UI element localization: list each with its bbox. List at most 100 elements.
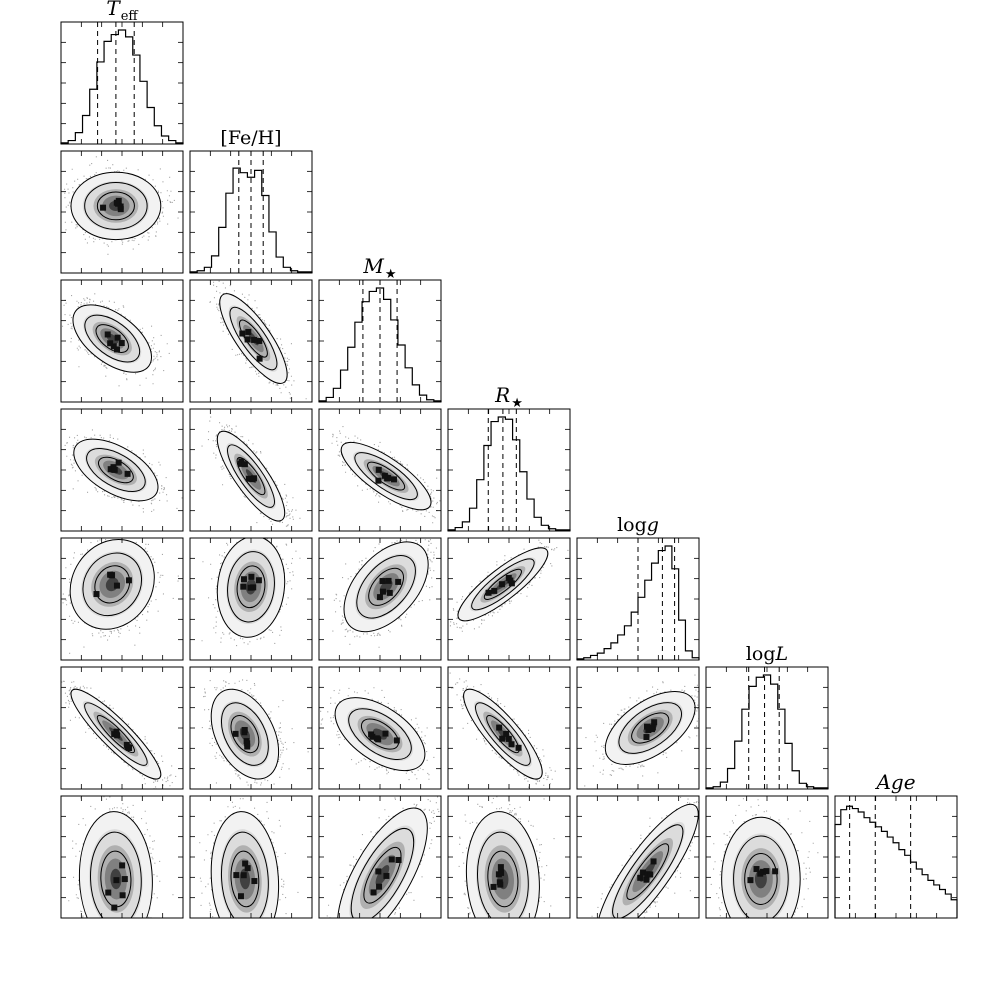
panel-hist-logl bbox=[705, 666, 829, 790]
panel-2d-r6-c0 bbox=[68, 796, 174, 918]
contour-0 bbox=[78, 811, 153, 918]
density-peak-cell bbox=[113, 582, 120, 589]
density-peak-cell bbox=[115, 459, 122, 466]
density-peak-cell bbox=[107, 466, 114, 473]
contour-2 bbox=[483, 568, 522, 600]
density-level-4 bbox=[375, 865, 390, 886]
contour-0 bbox=[216, 538, 286, 638]
contour-2 bbox=[360, 718, 400, 750]
density-peak-cell bbox=[104, 331, 111, 338]
contour-0 bbox=[721, 816, 801, 918]
contour-1 bbox=[84, 702, 148, 766]
histogram-mstar bbox=[318, 287, 442, 402]
density-peak-cell bbox=[113, 199, 120, 206]
density-peak-cell bbox=[105, 889, 112, 896]
density-peak-cell bbox=[113, 877, 120, 884]
panel-2d-r4-c2 bbox=[332, 539, 441, 648]
contour-2 bbox=[236, 565, 266, 609]
density-peak-cell bbox=[757, 870, 764, 877]
density-peak-cell bbox=[251, 336, 258, 343]
contour-1 bbox=[348, 708, 412, 760]
density-peak-cell bbox=[381, 472, 388, 479]
histogram-teff bbox=[60, 29, 184, 144]
density-peak-cell bbox=[490, 883, 497, 890]
panel-hist-rstar bbox=[447, 408, 571, 532]
frame-layer bbox=[60, 21, 958, 919]
contour-0 bbox=[72, 304, 153, 373]
density-peak-cell bbox=[244, 743, 251, 750]
density-peak-cell bbox=[107, 571, 114, 578]
density-peak-cell bbox=[772, 868, 779, 875]
density-peak-cell bbox=[244, 865, 251, 872]
contour-0 bbox=[70, 171, 162, 241]
density-peak-cell bbox=[515, 744, 522, 751]
contour-0 bbox=[457, 547, 549, 622]
density-peak-cell bbox=[256, 355, 263, 362]
panel-2d-r6-c4 bbox=[591, 796, 699, 918]
contour-1 bbox=[227, 444, 275, 508]
density-peak-cell bbox=[637, 874, 644, 881]
panel-2d-r5-c4 bbox=[584, 674, 699, 787]
density-peak-cell bbox=[114, 732, 121, 739]
panel-2d-r4-c3 bbox=[449, 539, 569, 632]
contour-1 bbox=[354, 452, 418, 501]
panel-2d-r2-c0 bbox=[62, 293, 170, 387]
contour-1 bbox=[229, 306, 278, 371]
density-peak-cell bbox=[643, 734, 650, 741]
contour-0 bbox=[73, 438, 159, 502]
density-peak-cell bbox=[256, 337, 263, 344]
panel-2d-r1-c0 bbox=[64, 156, 179, 255]
panel-2d-r6-c5 bbox=[710, 798, 819, 918]
density-peak-cell bbox=[376, 594, 383, 601]
density-peak-cell bbox=[503, 730, 510, 737]
contour-0 bbox=[69, 538, 155, 630]
density-peak-cell bbox=[368, 731, 375, 738]
contour-1 bbox=[220, 702, 269, 766]
contour-0 bbox=[604, 691, 696, 765]
density-peak-cell bbox=[119, 892, 126, 899]
density-peak-cell bbox=[497, 881, 504, 888]
density-peak-cell bbox=[395, 856, 402, 863]
density-peak-cell bbox=[237, 893, 244, 900]
density-peak-cell bbox=[249, 476, 256, 483]
density-peak-cell bbox=[114, 346, 121, 353]
density-peak-cell bbox=[497, 864, 504, 871]
density-peak-cell bbox=[496, 724, 503, 731]
contour-1 bbox=[618, 702, 682, 754]
contour-2 bbox=[96, 191, 135, 221]
density-peak-cell bbox=[247, 584, 254, 591]
histogram-age bbox=[834, 805, 958, 918]
histogram-rstar bbox=[447, 416, 571, 531]
density-peak-cell bbox=[382, 730, 389, 737]
contour-0 bbox=[337, 807, 428, 918]
density-peak-cell bbox=[373, 735, 380, 742]
density-peak-cell bbox=[111, 904, 118, 911]
param-title-rstar: R★ bbox=[494, 383, 523, 411]
density-peak-cell bbox=[245, 328, 252, 335]
density-peak-cell bbox=[505, 735, 512, 742]
density-peak-cell bbox=[747, 877, 754, 884]
contour-1 bbox=[356, 555, 416, 619]
panel-2d-r5-c0 bbox=[61, 680, 177, 789]
panel-hist-age bbox=[834, 795, 958, 919]
density-peak-cell bbox=[245, 475, 252, 482]
density-peak-cell bbox=[121, 876, 128, 883]
contour-2 bbox=[230, 850, 260, 908]
histogram-layer bbox=[60, 22, 958, 918]
contour-1 bbox=[227, 551, 275, 623]
contour-2 bbox=[363, 846, 402, 904]
panel-2d-r6-c3 bbox=[458, 796, 555, 918]
contour-0 bbox=[219, 293, 288, 384]
contour-0 bbox=[465, 811, 540, 918]
panel-2d-r5-c3 bbox=[449, 672, 556, 788]
density-peak-cell bbox=[393, 737, 400, 744]
density-peak-cell bbox=[233, 872, 240, 879]
density-peak-cell bbox=[124, 470, 131, 477]
contour-1 bbox=[84, 181, 148, 230]
contour-1 bbox=[477, 831, 529, 918]
density-peak-cell bbox=[375, 477, 382, 484]
density-peak-cell bbox=[383, 872, 390, 879]
param-title-logl: logL bbox=[746, 643, 788, 665]
